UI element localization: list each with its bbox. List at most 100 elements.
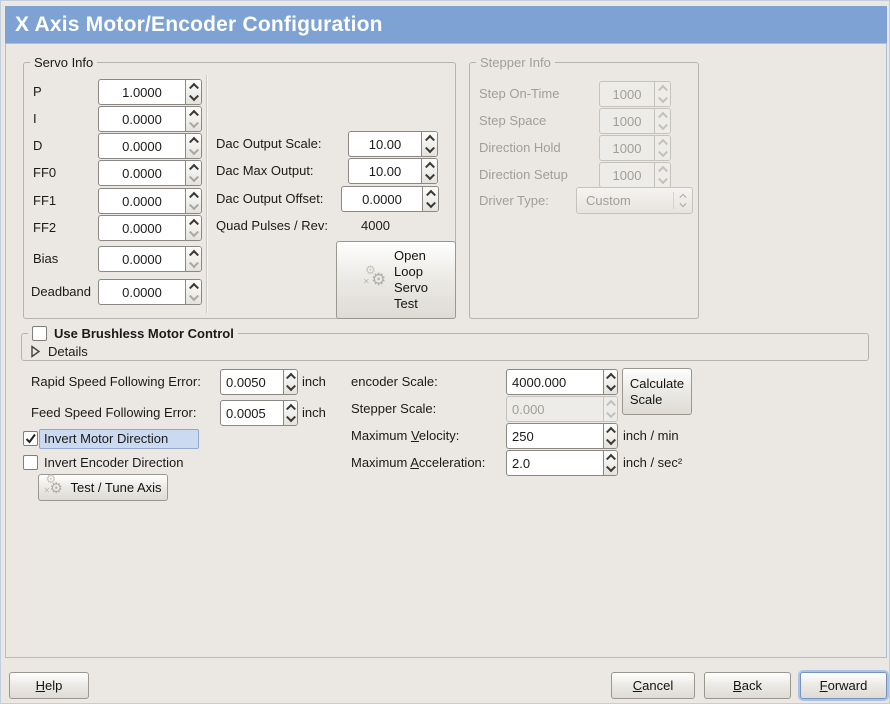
dac-output-scale-value[interactable]: 10.00	[368, 136, 402, 152]
bias-spin-buttons[interactable]	[185, 247, 201, 271]
maximum-acceleration-spinbox[interactable]: 2.0	[506, 450, 618, 476]
ff2-value[interactable]: 0.0000	[122, 220, 162, 236]
spin-down-icon[interactable]	[604, 463, 617, 475]
deadband-spin-buttons[interactable]	[185, 280, 201, 304]
feed-following-error-value[interactable]: 0.0005	[226, 405, 266, 421]
calculate-scale-button[interactable]: Calculate Scale	[622, 368, 692, 415]
forward-button[interactable]: Forward	[800, 672, 887, 699]
driver-type-label: Driver Type:	[479, 193, 549, 208]
spin-down-icon[interactable]	[186, 119, 201, 131]
dac-max-output-spin-buttons[interactable]	[421, 159, 437, 183]
stepper-scale-spin-buttons	[603, 397, 617, 421]
p-spin-buttons[interactable]	[185, 80, 201, 104]
open-loop-servo-test-label: Open Loop Servo Test	[394, 248, 428, 311]
use-brushless-checkbox[interactable]	[32, 326, 47, 341]
expander-arrow-icon[interactable]	[30, 345, 41, 358]
help-button[interactable]: Help	[9, 672, 89, 699]
spin-down-icon[interactable]	[186, 92, 201, 104]
deadband-value[interactable]: 0.0000	[122, 284, 162, 300]
brushless-frame: Use Brushless Motor Control	[21, 326, 869, 361]
maximum-velocity-spin-buttons[interactable]	[603, 424, 617, 448]
spin-down-icon[interactable]	[423, 199, 438, 211]
ff1-spin-buttons[interactable]	[185, 189, 201, 213]
maximum-acceleration-value[interactable]: 2.0	[512, 455, 531, 471]
encoder-scale-label: encoder Scale:	[351, 374, 438, 389]
dac-output-offset-spinbox[interactable]: 0.0000	[341, 186, 439, 212]
ff1-value[interactable]: 0.0000	[122, 193, 162, 209]
servo-info-frame-title: Servo Info	[34, 55, 94, 70]
details-expander-label[interactable]: Details	[48, 344, 88, 359]
test-tune-axis-button[interactable]: ⚙⚙✕ Test / Tune Axis	[38, 471, 168, 501]
forward-label: Forward	[819, 678, 868, 693]
ff2-spinbox[interactable]: 0.0000	[98, 215, 202, 241]
i-value[interactable]: 0.0000	[122, 111, 162, 127]
stepper-scale-value: 0.000	[512, 401, 545, 417]
invert-encoder-checkbox[interactable]	[23, 455, 38, 470]
spin-down-icon[interactable]	[422, 171, 437, 183]
spin-down-icon[interactable]	[186, 259, 201, 271]
dac-output-scale-spinbox[interactable]: 10.00	[348, 131, 438, 157]
maximum-velocity-spinbox[interactable]: 250	[506, 423, 618, 449]
use-brushless-label[interactable]: Use Brushless Motor Control	[54, 326, 234, 341]
cancel-button[interactable]: Cancel	[611, 672, 695, 699]
quad-pulses-value: 4000	[361, 218, 390, 233]
back-button[interactable]: Back	[704, 672, 791, 699]
maximum-velocity-value[interactable]: 250	[512, 428, 534, 444]
i-spinbox[interactable]: 0.0000	[98, 106, 202, 132]
d-spin-buttons[interactable]	[185, 134, 201, 158]
d-value[interactable]: 0.0000	[122, 138, 162, 154]
ff0-spin-buttons[interactable]	[185, 161, 201, 185]
rapid-following-error-spinbox[interactable]: 0.0050	[220, 369, 298, 395]
spin-down-icon[interactable]	[186, 173, 201, 185]
spin-down-icon[interactable]	[284, 413, 297, 425]
dac-output-scale-spin-buttons[interactable]	[421, 132, 437, 156]
feed-following-error-spinbox[interactable]: 0.0005	[220, 400, 298, 426]
spin-down-icon[interactable]	[604, 436, 617, 448]
p-spinbox[interactable]: 1.0000	[98, 79, 202, 105]
spin-down-icon[interactable]	[604, 382, 617, 394]
spin-down-icon	[655, 148, 670, 160]
gears-icon: ⚙⚙✕	[43, 471, 63, 497]
invert-motor-label-highlight	[39, 429, 199, 449]
invert-encoder-label[interactable]: Invert Encoder Direction	[44, 455, 184, 470]
p-value[interactable]: 1.0000	[122, 84, 162, 100]
dac-output-offset-value[interactable]: 0.0000	[362, 191, 402, 207]
ff0-value[interactable]: 0.0000	[122, 165, 162, 181]
feed-following-error-label: Feed Speed Following Error:	[31, 405, 197, 420]
step-on-time-value: 1000	[612, 86, 642, 102]
invert-motor-label[interactable]: Invert Motor Direction	[44, 431, 169, 446]
rapid-spin-buttons[interactable]	[283, 370, 297, 394]
ff2-label: FF2	[33, 220, 57, 235]
dac-max-output-value[interactable]: 10.00	[368, 163, 402, 179]
content-frame	[5, 43, 887, 658]
dac-output-offset-label: Dac Output Offset:	[216, 191, 324, 206]
deadband-spinbox[interactable]: 0.0000	[98, 279, 202, 305]
spin-down-icon[interactable]	[422, 144, 437, 156]
rapid-following-error-value[interactable]: 0.0050	[226, 374, 266, 390]
open-loop-servo-test-button[interactable]: ⚙⚙✕ Open Loop Servo Test	[336, 241, 456, 319]
spin-down-icon[interactable]	[186, 292, 201, 304]
d-spinbox[interactable]: 0.0000	[98, 133, 202, 159]
back-label: Back	[733, 678, 762, 693]
combo-arrows-icon	[673, 192, 692, 209]
feed-spin-buttons[interactable]	[283, 401, 297, 425]
ff0-label: FF0	[33, 165, 57, 180]
encoder-scale-value[interactable]: 4000.000	[512, 374, 567, 390]
bias-value[interactable]: 0.0000	[122, 251, 162, 267]
spin-down-icon[interactable]	[284, 382, 297, 394]
dac-output-offset-spin-buttons[interactable]	[422, 187, 438, 211]
ff2-spin-buttons[interactable]	[185, 216, 201, 240]
spin-down-icon[interactable]	[186, 201, 201, 213]
encoder-scale-spinbox[interactable]: 4000.000	[506, 369, 618, 395]
bias-spinbox[interactable]: 0.0000	[98, 246, 202, 272]
i-spin-buttons[interactable]	[185, 107, 201, 131]
dac-max-output-label: Dac Max Output:	[216, 163, 314, 178]
ff0-spinbox[interactable]: 0.0000	[98, 160, 202, 186]
invert-motor-checkbox[interactable]	[23, 431, 38, 446]
spin-down-icon[interactable]	[186, 146, 201, 158]
maximum-acceleration-spin-buttons[interactable]	[603, 451, 617, 475]
ff1-spinbox[interactable]: 0.0000	[98, 188, 202, 214]
dac-max-output-spinbox[interactable]: 10.00	[348, 158, 438, 184]
encoder-scale-spin-buttons[interactable]	[603, 370, 617, 394]
spin-down-icon[interactable]	[186, 228, 201, 240]
